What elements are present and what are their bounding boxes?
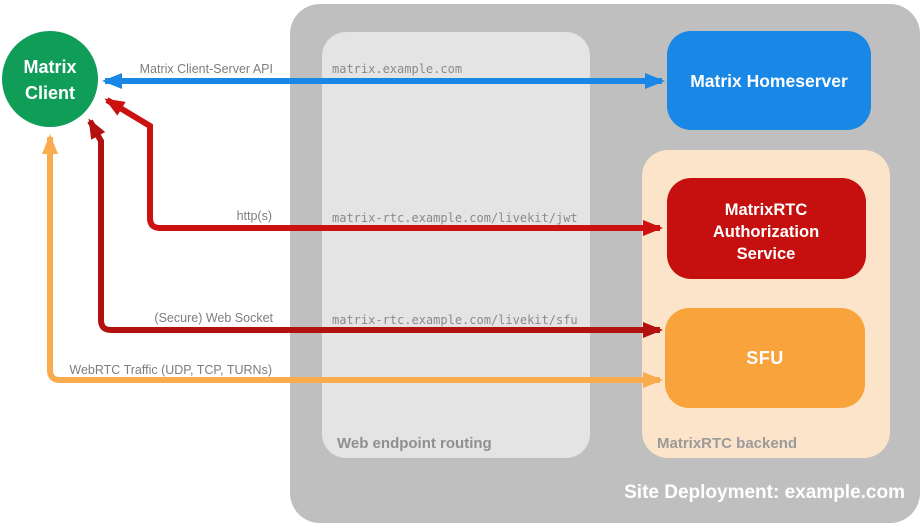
route-url-livekit-jwt: matrix-rtc.example.com/livekit/jwt <box>332 211 578 225</box>
matrixrtc-authorization-service-node <box>667 178 866 279</box>
route-url-livekit-sfu: matrix-rtc.example.com/livekit/sfu <box>332 313 578 327</box>
matrix-client-label-line2: Client <box>25 83 75 103</box>
matrix-homeserver-label: Matrix Homeserver <box>690 71 848 91</box>
matrix-client-node <box>2 31 98 127</box>
web-endpoint-routing-label: Web endpoint routing <box>337 435 492 452</box>
site-deployment-label: Site Deployment: example.com <box>624 482 905 503</box>
webrtc-traffic-edge-label: WebRTC Traffic (UDP, TCP, TURNs) <box>69 363 272 377</box>
web-endpoint-routing-box <box>322 32 590 458</box>
auth-service-label-line1: MatrixRTC <box>725 201 808 219</box>
matrixrtc-backend-label: MatrixRTC backend <box>657 435 797 452</box>
sfu-node <box>665 308 865 408</box>
route-url-homeserver: matrix.example.com <box>332 62 462 76</box>
auth-service-label-line3: Service <box>737 245 796 263</box>
websocket-edge-label: (Secure) Web Socket <box>154 311 273 325</box>
matrix-client-label-line1: Matrix <box>23 57 76 77</box>
matrix-homeserver-node <box>667 31 871 130</box>
client-server-api-edge-label: Matrix Client-Server API <box>140 62 273 76</box>
https-edge-label: http(s) <box>237 209 272 223</box>
auth-service-label-line2: Authorization <box>713 223 819 241</box>
sfu-label: SFU <box>746 348 784 368</box>
webrtc-traffic-edge <box>42 134 663 388</box>
